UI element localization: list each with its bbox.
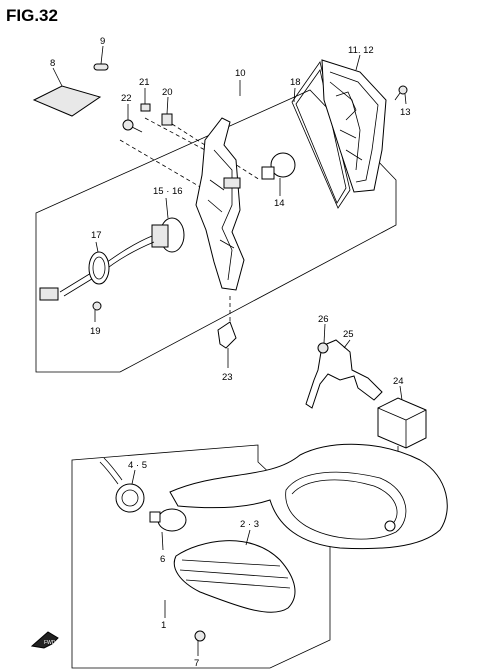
lower-assembly-boundary [71,444,331,669]
part-17-wire-harness [39,235,155,301]
part-22-screw [122,104,143,133]
part-21-screw [140,88,151,112]
callout-13: 13 [400,107,411,118]
figure-title: FIG.32 [6,6,58,25]
callout-4-5: 4 · 5 [128,460,147,471]
callout-15-16: 15 · 16 [153,186,183,197]
part-20-nut [161,96,173,126]
part-15-16-socket [151,197,185,253]
callout-22: 22 [121,93,132,104]
part-9-cushion [93,45,109,71]
part-19-screw [92,301,102,322]
callout-18: 18 [290,77,301,88]
callout-26: 26 [318,314,329,325]
part-6-bulb [149,508,187,551]
part-25-bracket [305,339,383,409]
part-13-screw [394,85,408,105]
part-11-12-tail-lens [321,54,387,193]
part-26-screw [317,323,329,354]
callout-8: 8 [50,58,55,69]
part-24-relay [377,385,427,454]
forward-arrow-icon: FWD [30,631,59,649]
part-2-3-signal-lens [173,529,296,613]
callout-19: 19 [90,326,101,337]
callout-9: 9 [100,36,105,47]
part-10-housing [195,117,245,291]
callout-25: 25 [343,329,354,340]
signal-stay [169,443,448,550]
callout-11-12: 11. 12 [348,45,374,56]
callout-1: 1 [161,620,166,631]
part-7-screw [194,630,206,656]
forward-marker: FWD [44,640,56,646]
part-8-sheet [32,67,102,117]
callout-23: 23 [222,372,233,383]
callout-6: 6 [160,554,165,565]
upper-assembly-boundary [35,89,397,373]
callout-24: 24 [393,376,404,387]
part-14-bulb [261,152,296,196]
callout-20: 20 [162,87,173,98]
part-23-clip [217,296,237,368]
callout-2-3: 2 · 3 [240,519,259,530]
callout-10: 10 [235,68,246,79]
part-4-5-socket [99,457,145,513]
callout-21: 21 [139,77,150,88]
callout-7: 7 [194,658,199,669]
callout-14: 14 [274,198,285,209]
part-18-gasket [291,61,351,209]
callout-17: 17 [91,230,102,241]
